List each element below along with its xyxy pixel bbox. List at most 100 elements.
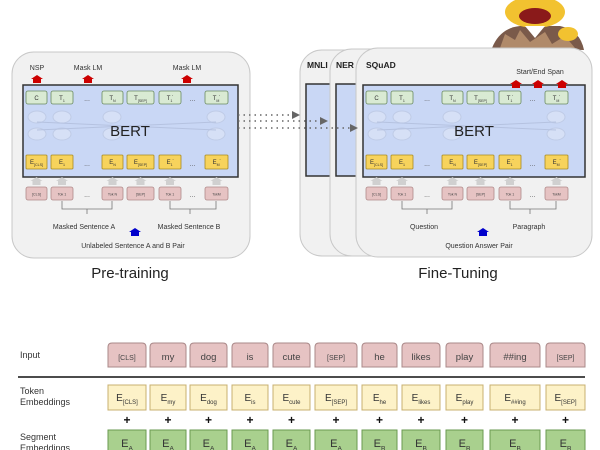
ellipsis: ...	[190, 161, 196, 168]
hidden-node-icon	[206, 127, 226, 141]
token-embedding-label: Edog	[200, 393, 217, 406]
token-embedding-box	[149, 384, 187, 411]
token-embedding-label: Ecute	[282, 393, 301, 406]
segment-bracket	[401, 201, 557, 214]
input-embedding-box	[204, 154, 229, 170]
input-embedding-box	[101, 154, 124, 170]
input-token-label: is	[247, 352, 254, 363]
plus-icon: +	[246, 413, 253, 427]
token-embedding-label: E[SEP]	[325, 393, 347, 406]
token-embedding-box	[445, 384, 484, 411]
output-arrow-icon	[510, 80, 522, 88]
up-arrow-icon	[550, 177, 563, 185]
hidden-node-icon	[442, 110, 462, 124]
attention-connections	[36, 121, 217, 131]
token-embedding-label: E##ing	[504, 393, 525, 406]
token-embedding-label: Emy	[161, 393, 176, 406]
token-embedding-box	[272, 384, 311, 411]
segment-embedding-label: EA	[162, 438, 174, 450]
input-embedding-box	[126, 154, 155, 170]
segment-embedding-box	[489, 429, 541, 450]
input-token-label: [CLS]	[32, 193, 41, 197]
ellipsis: ...	[84, 161, 90, 168]
segment-embedding-box	[401, 429, 441, 450]
output-token-label: T1'	[507, 94, 514, 103]
ellipsis: ...	[530, 161, 536, 168]
output-token-box	[126, 90, 155, 105]
input-embedding-label: EN	[449, 160, 456, 167]
input-embedding-box	[365, 154, 388, 170]
segment-embedding-label: EA	[244, 438, 256, 450]
input-token-label: play	[456, 352, 474, 363]
hidden-node-icon	[52, 127, 72, 141]
input-row-label: Input	[20, 350, 41, 360]
input-token-label: TokM	[212, 193, 221, 197]
hidden-node-icon	[102, 127, 122, 141]
task-label-mnli: MNLI	[307, 60, 328, 70]
segment-embedding-box	[545, 429, 586, 450]
task-label-squad: SQuAD	[366, 60, 396, 70]
output-token-label: C	[374, 96, 379, 102]
segment-embedding-label: EB	[560, 438, 572, 450]
input-embedding-label: E1'	[167, 158, 174, 167]
hidden-node-icon	[546, 110, 566, 124]
input-token-box	[189, 342, 228, 368]
up-arrow-icon	[56, 177, 68, 185]
head-label: Start/End Span	[516, 69, 564, 76]
output-token-box	[365, 90, 388, 105]
plus-icon: +	[562, 413, 569, 427]
up-arrow-icon	[370, 177, 383, 185]
input-token-box	[365, 186, 388, 201]
input-token-label: Tok 1	[506, 193, 515, 197]
segment-embedding-label: EB	[374, 438, 386, 450]
input-embedding-label: E1	[399, 160, 405, 167]
input-embedding-box	[50, 154, 74, 170]
input-token-label: ##ing	[503, 352, 526, 363]
ellipsis: ...	[424, 192, 430, 199]
bert-label: BERT	[454, 123, 494, 140]
segment-embedding-box	[149, 429, 187, 450]
input-token-label: likes	[411, 352, 430, 363]
input-token-label: [CLS]	[372, 193, 381, 197]
token-embedding-box	[361, 384, 398, 411]
token-embedding-box	[401, 384, 441, 411]
input-embedding-label: E[CLS]	[370, 160, 383, 167]
plus-icon: +	[417, 413, 424, 427]
bert-label: BERT	[110, 123, 150, 140]
input-token-label: [SEP]	[476, 193, 485, 197]
input-token-label: my	[162, 352, 175, 363]
input-token-box	[158, 186, 182, 201]
hidden-node-icon	[102, 110, 122, 124]
output-token-box	[158, 90, 182, 105]
ellipsis: ...	[190, 96, 196, 103]
segment-embedding-label: EA	[330, 438, 342, 450]
input-token-box	[445, 342, 484, 368]
input-embedding-label: E1	[59, 160, 65, 167]
input-token-box	[25, 186, 48, 201]
token-embedding-box	[545, 384, 586, 411]
input-embedding-label: E[SEP]	[474, 160, 487, 167]
plus-icon: +	[511, 413, 518, 427]
hidden-node-icon	[546, 127, 566, 141]
output-token-label: C	[34, 96, 39, 102]
input-embedding-box	[498, 154, 522, 170]
input-token-box	[314, 342, 358, 368]
output-arrow-icon	[532, 80, 544, 88]
token-embedding-box	[489, 384, 541, 411]
segment-embedding-label: EB	[459, 438, 471, 450]
token-embedding-label: E[SEP]	[554, 393, 576, 406]
input-embedding-box	[544, 154, 569, 170]
plus-icon: +	[205, 413, 212, 427]
input-token-label: Tok 1	[166, 193, 175, 197]
input-token-box	[390, 186, 414, 201]
hidden-node-icon	[367, 127, 387, 141]
input-token-box	[401, 342, 441, 368]
segment-embedding-label: EA	[121, 438, 133, 450]
input-token-box	[544, 186, 569, 201]
output-token-label: T1	[59, 96, 65, 103]
input-token-box	[272, 342, 311, 368]
token-row-label: Embeddings	[20, 397, 71, 407]
token-embedding-label: E[CLS]	[116, 393, 138, 406]
input-token-label: he	[374, 352, 385, 363]
task-label-ner: NER	[336, 60, 354, 70]
